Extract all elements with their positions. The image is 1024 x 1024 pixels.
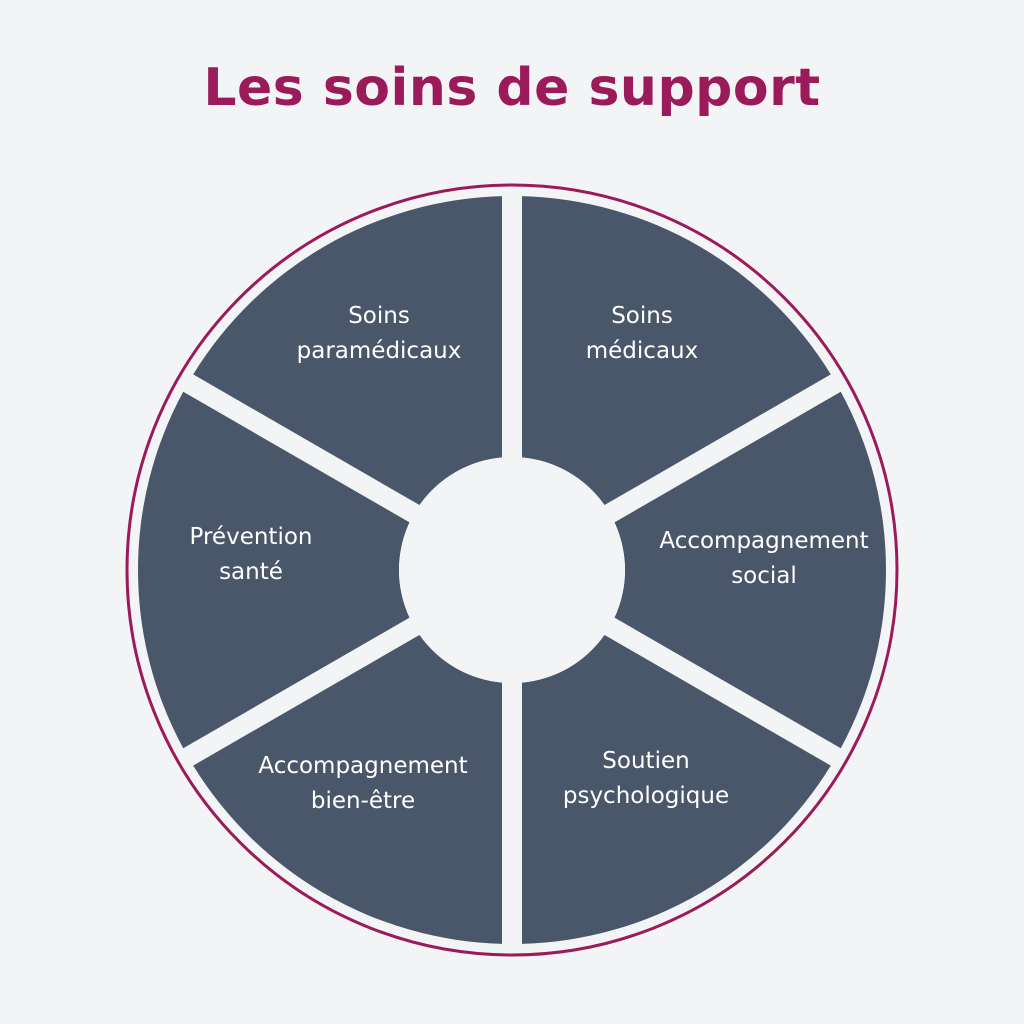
segment-accompagnement-bien-etre: Accompagnement bien-être xyxy=(193,634,503,944)
segment-prevention-sante: Prévention santé xyxy=(138,391,410,749)
segment-label-line: Accompagnement xyxy=(258,753,467,779)
segment-shape-soins-paramedicaux xyxy=(193,196,503,506)
segment-accompagnement-social: Accompagnement social xyxy=(614,391,887,749)
segment-soins-paramedicaux: Soins paramédicaux xyxy=(193,196,503,506)
segment-label-line: Soutien xyxy=(602,748,689,774)
segment-label-line: bien-être xyxy=(311,788,415,814)
segment-label-soutien-psychologique: Soutien psychologique xyxy=(563,748,729,809)
segment-label-line: Soins xyxy=(611,303,673,329)
segment-shape-accompagnement-bien-etre xyxy=(193,634,503,944)
segment-label-line: social xyxy=(731,563,797,589)
segment-label-line: Accompagnement xyxy=(659,528,868,554)
segment-label-line: médicaux xyxy=(586,338,698,364)
segment-shape-accompagnement-social xyxy=(614,391,887,749)
page-title: Les soins de support xyxy=(203,58,821,118)
segment-soins-medicaux: Soins médicaux xyxy=(522,196,831,506)
segment-label-prevention-sante: Prévention santé xyxy=(190,524,313,585)
segment-label-line: paramédicaux xyxy=(297,338,462,364)
center-hub xyxy=(399,457,625,683)
segment-label-line: Soins xyxy=(348,303,410,329)
segment-label-soins-paramedicaux: Soins paramédicaux xyxy=(297,303,462,364)
segment-label-accompagnement-bien-etre: Accompagnement bien-être xyxy=(258,753,467,814)
segment-label-line: Prévention xyxy=(190,524,313,550)
segment-label-line: psychologique xyxy=(563,783,729,809)
segment-label-soins-medicaux: Soins médicaux xyxy=(586,303,698,364)
segment-soutien-psychologique: Soutien psychologique xyxy=(522,634,831,944)
segment-label-accompagnement-social: Accompagnement social xyxy=(659,528,868,589)
segment-shape-prevention-sante xyxy=(138,391,410,749)
outer-ring xyxy=(125,183,899,957)
segment-label-line: santé xyxy=(219,559,283,585)
segment-shape-soutien-psychologique xyxy=(522,634,831,944)
segment-shape-soins-medicaux xyxy=(522,196,831,506)
